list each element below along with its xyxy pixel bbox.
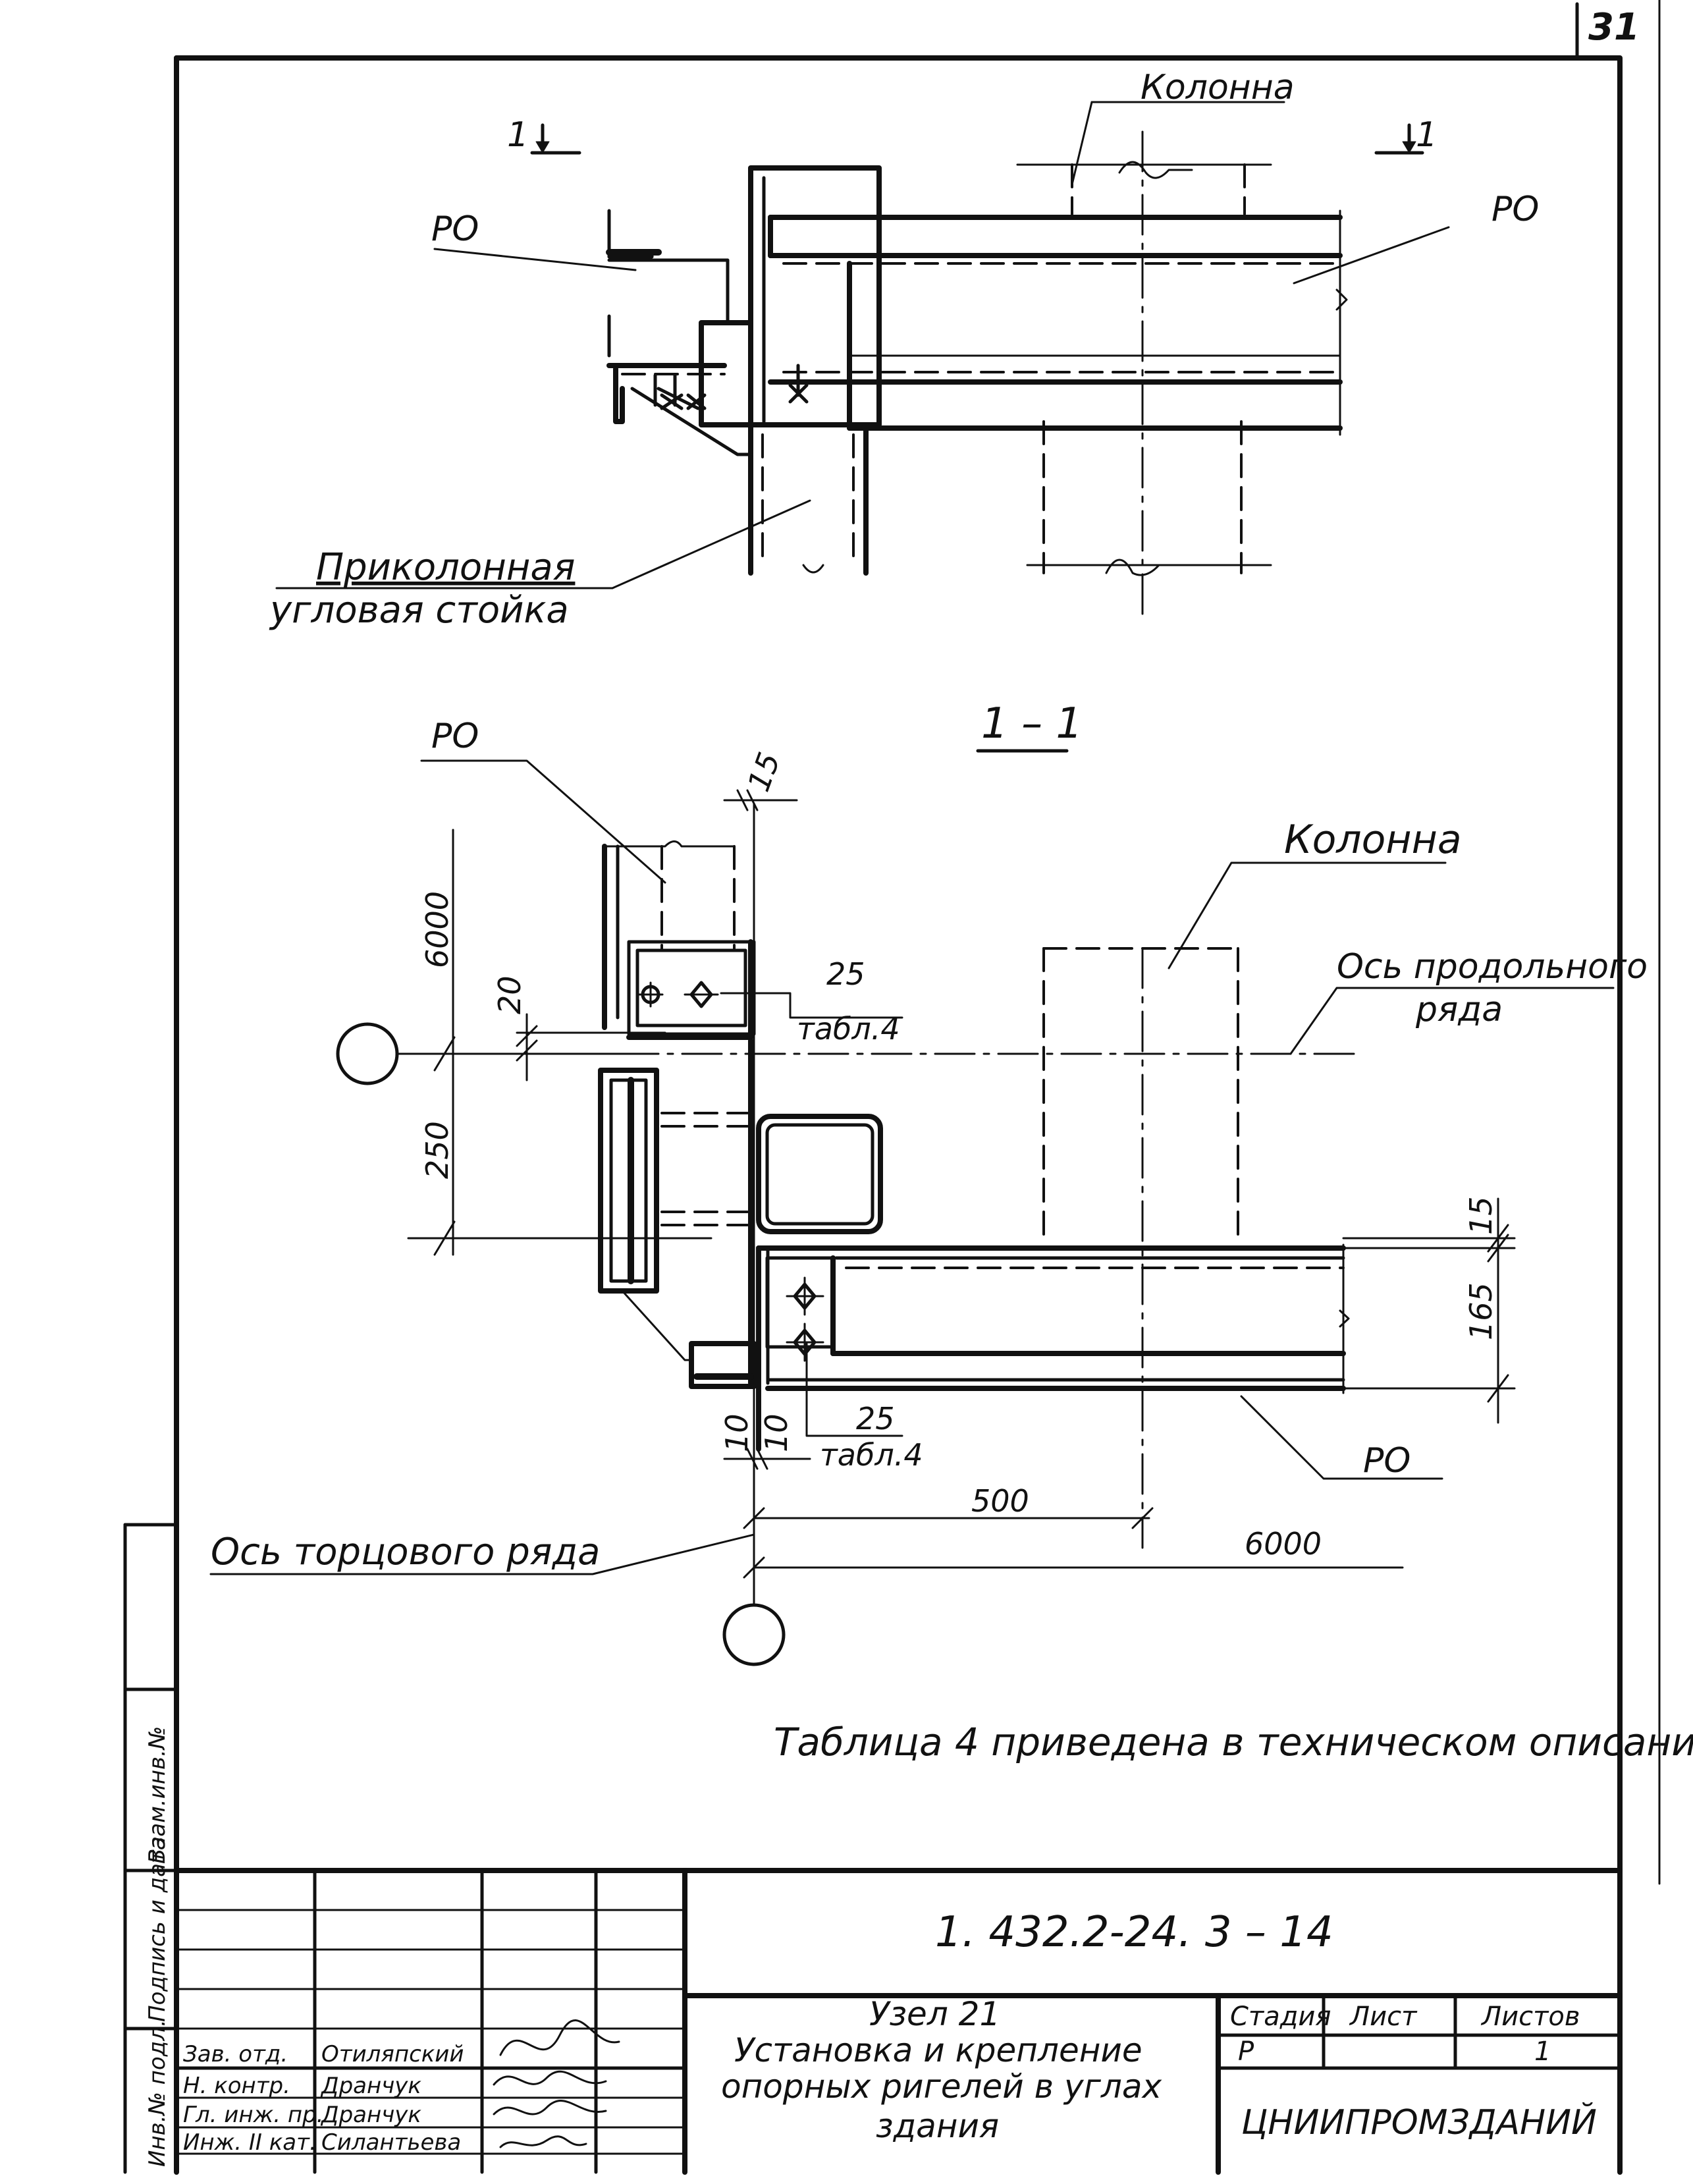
corner-post-label-line1: Приколонная <box>316 546 575 589</box>
dim-6000-vertical: 6000 <box>419 891 455 968</box>
dim-6000-horizontal: 6000 <box>1245 1526 1322 1562</box>
title-line3: опорных ригелей в углах <box>721 2067 1162 2106</box>
section-mark-right-label: 1 <box>1416 115 1438 155</box>
dim-165: 165 <box>1463 1282 1499 1340</box>
note-text: Таблица 4 приведена в техническом описан… <box>774 1720 1693 1764</box>
ro-left-leader <box>433 248 637 271</box>
dim-10-right: 10 <box>759 1413 794 1452</box>
column-label-section: Колонна <box>1284 817 1462 863</box>
dim-250: 250 <box>419 1121 455 1179</box>
column-leader-section <box>1168 861 1447 969</box>
title-line2: Установка и крепление <box>734 2031 1142 2069</box>
long-axis-leader <box>1289 987 1615 1055</box>
stage-value: Р <box>1238 2036 1254 2067</box>
side-stamp: Инв.№ подл. Подпись и дата Взам.инв.№ <box>123 1523 178 2174</box>
column-leader-top <box>1071 101 1093 186</box>
staff-name-2: Дранчук <box>320 2102 421 2128</box>
title-line1: Узел 21 <box>869 1995 1000 2033</box>
staff-role-3: Инж. II кат. <box>183 2129 317 2156</box>
staff-name-1: Дранчук <box>320 2073 421 2099</box>
staff-role-1: Н. контр. <box>183 2073 290 2099</box>
staff-name-3: Силантьева <box>321 2129 461 2156</box>
column-label-top: Колонна <box>1141 68 1295 107</box>
ro-top-label: РО <box>431 717 479 756</box>
corner-post-leader <box>611 499 811 589</box>
corner-post <box>748 165 882 576</box>
section-mark-left-label: 1 <box>507 115 529 155</box>
stamp-sign-date: Подпись и дата <box>144 1836 171 2022</box>
sheet-header: Лист <box>1349 2002 1418 2032</box>
corner-tube <box>756 1114 883 1234</box>
column-dashed-bottom <box>1026 420 1272 576</box>
dim-15-right: 15 <box>1463 1196 1499 1235</box>
stage-header: Стадия <box>1230 2002 1331 2032</box>
sheets-header: Листов <box>1480 2002 1580 2032</box>
title-block: 1. 432.2-24. 3 – 14 Узел 21 Установка и … <box>174 1868 1623 2175</box>
axis-bubble-longitudinal <box>336 1022 399 1085</box>
vertical-channel-left <box>598 1068 749 1294</box>
long-axis-label-line2: ряда <box>1415 990 1503 1029</box>
staff-name-0: Отиляпский <box>321 2041 464 2067</box>
dim-20: 20 <box>492 975 527 1014</box>
corner-post-label-line2: угловая стойка <box>269 589 569 632</box>
ro-right-leader <box>1293 226 1450 285</box>
stamp-replace-inv: Взам.инв.№ <box>144 1726 171 1864</box>
ref-bottom-table: табл.4 <box>820 1437 923 1473</box>
column-dashed-section <box>1042 947 1239 1549</box>
title-line4: здания <box>876 2107 999 2145</box>
ro-beam-left <box>606 209 809 456</box>
ro-left-label: РО <box>431 209 479 249</box>
ro-beam-right <box>768 209 1348 436</box>
long-axis-label-line1: Ось продольного <box>1337 947 1648 987</box>
ro-beam-top-section <box>602 840 756 1040</box>
top-view: 1 1 <box>269 68 1539 632</box>
staff-role-2: Гл. инж. пр. <box>183 2102 323 2128</box>
ref-top-table: табл.4 <box>797 1011 900 1047</box>
doc-code: 1. 432.2-24. 3 – 14 <box>935 1908 1333 1957</box>
dimension-lines <box>407 789 1516 1579</box>
ro-bottom-leader <box>1240 1395 1443 1480</box>
axis-bubble-end <box>722 1603 786 1666</box>
section-view: 1 – 1 <box>209 699 1648 1666</box>
stamp-inv-orig: Инв.№ подл. <box>144 2019 171 2167</box>
ref-top-num: 25 <box>826 956 865 992</box>
end-axis-label: Ось торцового ряда <box>211 1531 601 1573</box>
dim-10-left: 10 <box>719 1413 755 1452</box>
column-dashed-top <box>1016 161 1272 215</box>
staff-role-0: Зав. отд. <box>183 2041 288 2067</box>
ro-top-leader <box>420 759 666 884</box>
sheet-number: 31 <box>1588 6 1640 49</box>
signatures <box>493 2019 620 2148</box>
ro-bottom-label: РО <box>1363 1441 1411 1481</box>
section-mark-left: 1 <box>507 115 581 155</box>
sheet-frame <box>174 0 1661 2175</box>
ro-right-label: РО <box>1491 190 1539 229</box>
ref-bottom-num: 25 <box>856 1401 895 1436</box>
bottom-bracket <box>621 1290 757 1389</box>
dim-15-top: 15 <box>741 748 788 796</box>
dim-500: 500 <box>971 1483 1029 1519</box>
sheets-value: 1 <box>1534 2036 1551 2067</box>
organization: ЦНИИПРОМЗДАНИЙ <box>1241 2102 1597 2143</box>
ro-beam-bottom-section <box>756 1243 1350 1394</box>
section-mark-right: 1 <box>1374 115 1438 155</box>
end-axis-leader <box>209 1533 755 1575</box>
section-title: 1 – 1 <box>981 699 1083 748</box>
